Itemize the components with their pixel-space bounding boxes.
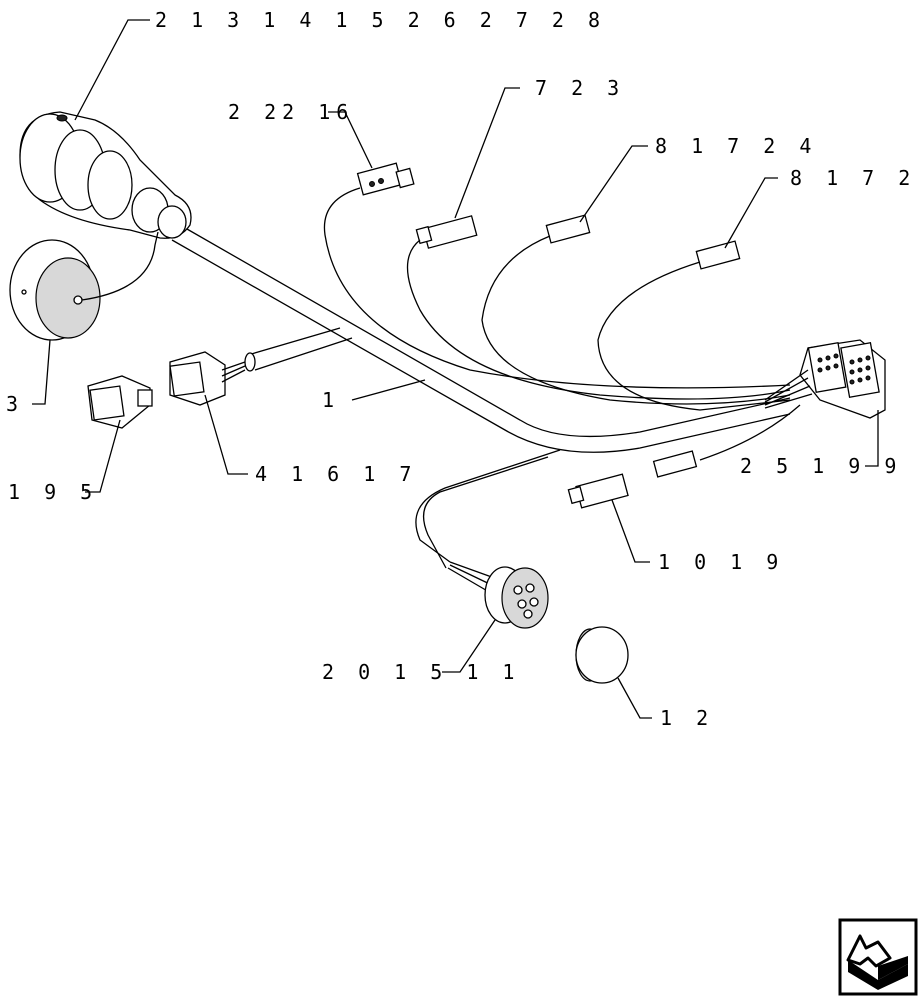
callout-plug-small: 1 9 5 bbox=[8, 480, 98, 504]
round-connector-bottom bbox=[447, 561, 549, 629]
leader-lines bbox=[32, 19, 879, 719]
dt-connector bbox=[567, 473, 629, 509]
plug-4-16-17 bbox=[169, 351, 246, 406]
connector-7-23 bbox=[406, 215, 791, 400]
connector-8-17-24-b bbox=[597, 240, 791, 411]
callout-cap-left: 3 bbox=[6, 392, 24, 416]
callout-cap-round: 1 2 bbox=[660, 706, 714, 730]
return-arrow-icon bbox=[838, 918, 918, 996]
callout-top-left: 2 1 3 1 4 1 5 2 6 2 7 2 8 bbox=[155, 8, 606, 32]
connector-2-22-16 bbox=[323, 162, 791, 389]
callout-harness: 1 bbox=[322, 388, 340, 412]
callout-connector-a: 2 22 16 bbox=[228, 100, 354, 124]
round-cap-bottom bbox=[575, 626, 629, 684]
callout-round-connector: 2 0 1 5 1 1 bbox=[322, 660, 520, 684]
small-plug-right bbox=[652, 450, 698, 478]
main-multi-pin-connector bbox=[699, 339, 886, 461]
callout-plug-mid: 4 1 6 1 7 bbox=[255, 462, 417, 486]
round-cap-left bbox=[9, 231, 159, 341]
main-harness-trunk bbox=[171, 224, 791, 569]
plug-19-5 bbox=[87, 375, 153, 429]
callout-dt-connector: 1 0 1 9 bbox=[658, 550, 784, 574]
connector-8-17-24-a bbox=[481, 214, 791, 405]
large-round-connector bbox=[19, 111, 192, 239]
callout-connector-b: 7 2 3 bbox=[535, 76, 625, 100]
callout-connector-d: 8 1 7 2 4 bbox=[790, 166, 924, 190]
callout-main-connector: 2 5 1 9 9 bbox=[740, 454, 902, 478]
callout-connector-c: 8 1 7 2 4 bbox=[655, 134, 817, 158]
return-arrow-button[interactable] bbox=[838, 918, 918, 996]
